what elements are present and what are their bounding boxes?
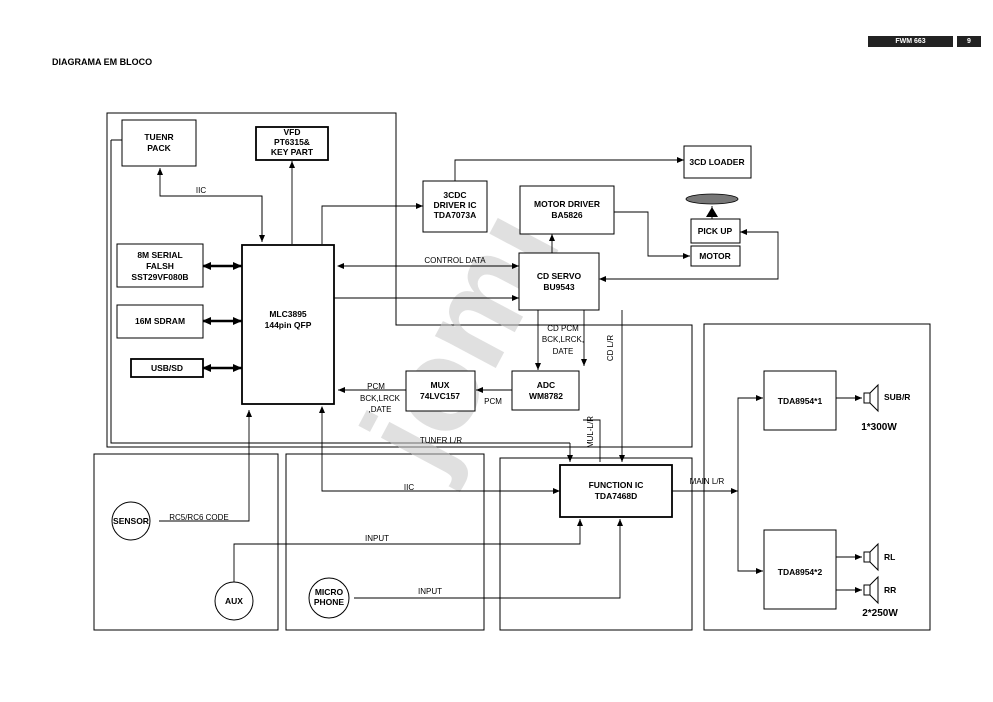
svg-text:TUENR: TUENR bbox=[144, 132, 173, 142]
pickup-lens-icon bbox=[685, 193, 739, 205]
svg-text:KEY PART: KEY PART bbox=[271, 147, 314, 157]
svg-text:PACK: PACK bbox=[147, 143, 171, 153]
svg-text:144pin QFP: 144pin QFP bbox=[265, 320, 312, 330]
page-title: DIAGRAMA EM BLOCO bbox=[52, 57, 153, 67]
wire-servo-pickup bbox=[599, 229, 779, 282]
svg-text:8M SERIAL: 8M SERIAL bbox=[137, 250, 182, 260]
main-lr-label: MAIN L/R bbox=[690, 477, 725, 486]
wire-mlc-cdc bbox=[321, 203, 423, 244]
cd-pcm-label-3: DATE bbox=[553, 347, 574, 356]
pcm-adc-label: PCM bbox=[484, 397, 502, 406]
sensor-node: SENSOR bbox=[111, 501, 151, 541]
svg-text:SST29VF080B: SST29VF080B bbox=[131, 272, 188, 282]
rl-speaker-label: RL bbox=[884, 552, 895, 562]
svg-text:BA5826: BA5826 bbox=[551, 210, 582, 220]
sensor-aux-frame bbox=[93, 453, 279, 631]
sub-speaker-label: SUB/R bbox=[884, 392, 910, 402]
input-mic-wire bbox=[354, 519, 623, 599]
rc-code-label: RC5/RC6 CODE bbox=[169, 513, 229, 522]
svg-text:FALSH: FALSH bbox=[146, 261, 174, 271]
svg-text:TDA7468D: TDA7468D bbox=[595, 491, 638, 501]
svg-text:BU9543: BU9543 bbox=[543, 282, 574, 292]
input-aux-wire bbox=[233, 519, 583, 582]
svg-text:MOTOR: MOTOR bbox=[699, 251, 730, 261]
svg-text:3CDC: 3CDC bbox=[443, 190, 466, 200]
svg-text:AUX: AUX bbox=[225, 596, 243, 606]
motor-driver-block: MOTOR DRIVER BA5826 bbox=[519, 185, 615, 235]
iic-wire-tuner bbox=[157, 168, 263, 242]
wire-amp1 bbox=[737, 395, 763, 491]
mul-lr-wire bbox=[583, 419, 601, 462]
pcm-mux-label-2: BCK,LRCK bbox=[360, 394, 401, 403]
svg-text:PHONE: PHONE bbox=[314, 597, 345, 607]
microphone-node: MICRO PHONE bbox=[308, 577, 350, 619]
amplifier-frame bbox=[703, 323, 931, 631]
function-ic-block: FUNCTION IC TDA7468D bbox=[559, 464, 673, 518]
svg-text:ADC: ADC bbox=[537, 380, 555, 390]
aux-node: AUX bbox=[214, 581, 254, 621]
iic-label-bottom: IIC bbox=[404, 483, 414, 492]
cd-lr-label: CD L/R bbox=[606, 335, 615, 361]
mlc3895-block: MLC3895 144pin QFP bbox=[241, 244, 335, 405]
main-power-label: 2*250W bbox=[862, 608, 898, 619]
amp2-block: TDA8954*2 bbox=[763, 529, 837, 610]
tuner-block: TUENR PACK bbox=[121, 119, 197, 167]
svg-text:WM8782: WM8782 bbox=[529, 391, 563, 401]
input-aux-label: INPUT bbox=[365, 534, 389, 543]
svg-text:74LVC157: 74LVC157 bbox=[420, 391, 460, 401]
svg-text:SENSOR: SENSOR bbox=[113, 516, 149, 526]
svg-text:16M SDRAM: 16M SDRAM bbox=[135, 316, 185, 326]
pickup-block: PICK UP bbox=[690, 218, 741, 244]
svg-text:VFD: VFD bbox=[284, 127, 301, 137]
sdram-block: 16M SDRAM bbox=[116, 304, 204, 339]
svg-text:MLC3895: MLC3895 bbox=[269, 309, 307, 319]
svg-text:3CD LOADER: 3CD LOADER bbox=[689, 157, 744, 167]
svg-text:TDA7073A: TDA7073A bbox=[434, 210, 477, 220]
usb-sd-block: USB/SD bbox=[130, 358, 204, 378]
rr-speaker-icon bbox=[863, 575, 879, 605]
iic-wire-function bbox=[319, 406, 560, 494]
pickup-arrow-icon bbox=[706, 207, 718, 217]
tuner-lr-label: TUNER L/R bbox=[420, 436, 462, 445]
svg-text:CD SERVO: CD SERVO bbox=[537, 271, 582, 281]
amp1-block: TDA8954*1 bbox=[763, 370, 837, 431]
svg-text:PICK UP: PICK UP bbox=[698, 226, 733, 236]
wire-amp2 bbox=[737, 491, 763, 574]
wire-cdc-loader bbox=[454, 157, 684, 181]
control-data-label: CONTROL DATA bbox=[424, 256, 486, 265]
svg-text:FUNCTION IC: FUNCTION IC bbox=[589, 480, 644, 490]
page-number-badge: 9 bbox=[957, 36, 981, 47]
sub-speaker-icon bbox=[863, 383, 879, 413]
svg-text:MOTOR DRIVER: MOTOR DRIVER bbox=[534, 199, 600, 209]
flash-block: 8M SERIAL FALSH SST29VF080B bbox=[116, 243, 204, 288]
rc-code-wire bbox=[159, 410, 252, 522]
svg-text:MICRO: MICRO bbox=[315, 587, 344, 597]
cdc-driver-block: 3CDC DRIVER IC TDA7073A bbox=[422, 180, 488, 233]
adc-block: ADC WM8782 bbox=[511, 370, 580, 411]
motor-block: MOTOR bbox=[690, 245, 741, 267]
cd-pcm-label: CD PCM bbox=[547, 324, 579, 333]
svg-text:DRIVER IC: DRIVER IC bbox=[434, 200, 477, 210]
model-badge: FWM 663 bbox=[868, 36, 953, 47]
rl-speaker-icon bbox=[863, 542, 879, 572]
wire-driver-motor bbox=[614, 211, 690, 259]
svg-text:PT6315&: PT6315& bbox=[274, 137, 310, 147]
loader-block: 3CD LOADER bbox=[683, 145, 752, 179]
sub-power-label: 1*300W bbox=[861, 422, 897, 433]
cd-servo-block: CD SERVO BU9543 bbox=[518, 252, 600, 311]
pcm-mux-label-3: ,DATE bbox=[369, 405, 392, 414]
svg-text:USB/SD: USB/SD bbox=[151, 363, 183, 373]
svg-text:MUX: MUX bbox=[431, 380, 450, 390]
cd-pcm-label-2: BCK,LRCK, bbox=[542, 335, 584, 344]
iic-label-top: IIC bbox=[196, 186, 206, 195]
svg-text:TDA8954*1: TDA8954*1 bbox=[778, 396, 823, 406]
mux-block: MUX 74LVC157 bbox=[405, 370, 476, 412]
mul-lr-label: MUL-L/R bbox=[586, 416, 595, 448]
pcm-mux-label: PCM bbox=[367, 382, 385, 391]
input-mic-label: INPUT bbox=[418, 587, 442, 596]
rr-speaker-label: RR bbox=[884, 585, 896, 595]
vfd-block: VFD PT6315& KEY PART bbox=[255, 126, 329, 161]
svg-text:TDA8954*2: TDA8954*2 bbox=[778, 567, 823, 577]
